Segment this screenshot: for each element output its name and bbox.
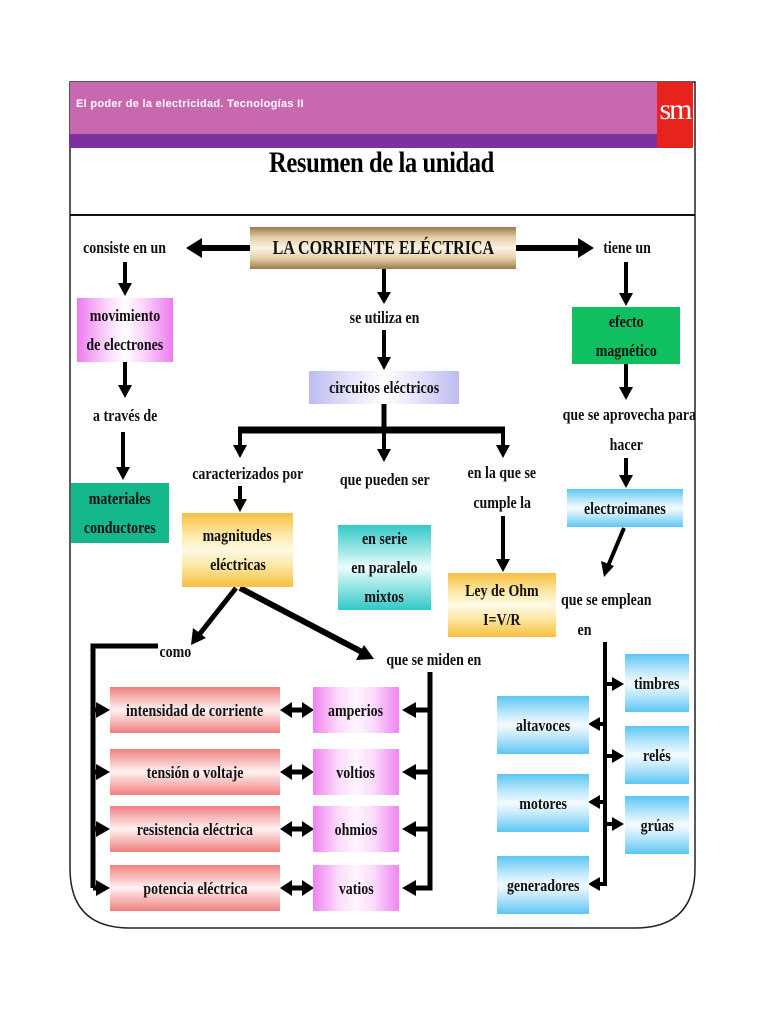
node-magnitudes-line2: eléctricas — [209, 555, 266, 574]
node-root: LA CORRIENTE ELÉCTRICA — [250, 227, 516, 269]
node-ley-ohm-line2: I=V/R — [483, 610, 521, 629]
link-tiene-un: tiene un — [603, 238, 651, 257]
node-materiales-line1: materiales — [89, 489, 151, 508]
node-electroimanes: electroimanes — [567, 489, 683, 527]
node-movimiento-line1: movimiento — [89, 306, 161, 325]
node-movimiento-line2: de electrones — [86, 335, 164, 354]
node-electroimanes-label: electroimanes — [584, 498, 666, 518]
node-tipos-line3: mixtos — [364, 587, 405, 606]
page-title: Resumen de la unidad — [269, 146, 494, 179]
magnitud-resistencia: resistencia eléctrica — [110, 806, 280, 852]
use-timbres: timbres — [625, 654, 689, 712]
node-tipos-circuito: en serie en paralelo mixtos — [338, 525, 431, 610]
header-band-magenta — [70, 82, 657, 134]
link-se-miden: que se miden en — [386, 650, 482, 669]
unidad-amperios: amperios — [313, 687, 399, 733]
node-circuitos-label: circuitos eléctricos — [328, 378, 440, 397]
link-se-utiliza: se utiliza en — [349, 308, 419, 327]
link-consiste: consiste en un — [83, 238, 167, 257]
link-a-traves: a través de — [92, 406, 158, 425]
unidad-voltios: voltios — [313, 749, 399, 795]
node-ley-ohm-line1: Ley de Ohm — [465, 581, 539, 600]
use-motores: motores — [497, 774, 589, 832]
node-materiales: materiales conductores — [71, 483, 169, 543]
publisher-logo: sm — [657, 82, 693, 148]
link-caracterizados: caracterizados por — [192, 464, 304, 483]
unidad-vatios: vatios — [313, 865, 399, 911]
magnitud-potencia: potencia eléctrica — [110, 865, 280, 911]
node-ley-ohm: Ley de Ohm I=V/R — [448, 573, 556, 637]
node-efecto-line2: magnético — [595, 340, 657, 360]
use-altavoces: altavoces — [497, 696, 589, 754]
use-gruas: grúas — [625, 796, 689, 854]
header-band-purple — [70, 134, 657, 148]
node-efecto-line1: efecto — [608, 311, 644, 331]
node-movimiento: movimiento de electrones — [77, 298, 173, 362]
node-materiales-line2: conductores — [84, 518, 156, 537]
node-magnitudes: magnitudes eléctricas — [182, 513, 293, 587]
magnitud-intensidad: intensidad de corriente — [110, 687, 280, 733]
header-title: El poder de la electricidad. Tecnologías… — [76, 98, 304, 110]
node-root-label: LA CORRIENTE ELÉCTRICA — [272, 236, 494, 259]
use-reles: relés — [625, 726, 689, 784]
magnitud-tension: tensión o voltaje — [110, 749, 280, 795]
node-circuitos: circuitos eléctricos — [309, 371, 459, 404]
node-tipos-line2: en paralelo — [351, 558, 418, 577]
use-generadores: generadores — [497, 856, 589, 914]
node-efecto-magnetico: efecto magnético — [572, 307, 680, 364]
miden-bracket — [414, 672, 433, 891]
node-tipos-line1: en serie — [361, 529, 408, 548]
unidad-ohmios: ohmios — [313, 806, 399, 852]
node-magnitudes-line1: magnitudes — [203, 526, 272, 545]
link-como: como — [159, 642, 191, 661]
link-pueden-ser: que pueden ser — [339, 470, 430, 489]
como-bracket — [90, 643, 158, 888]
